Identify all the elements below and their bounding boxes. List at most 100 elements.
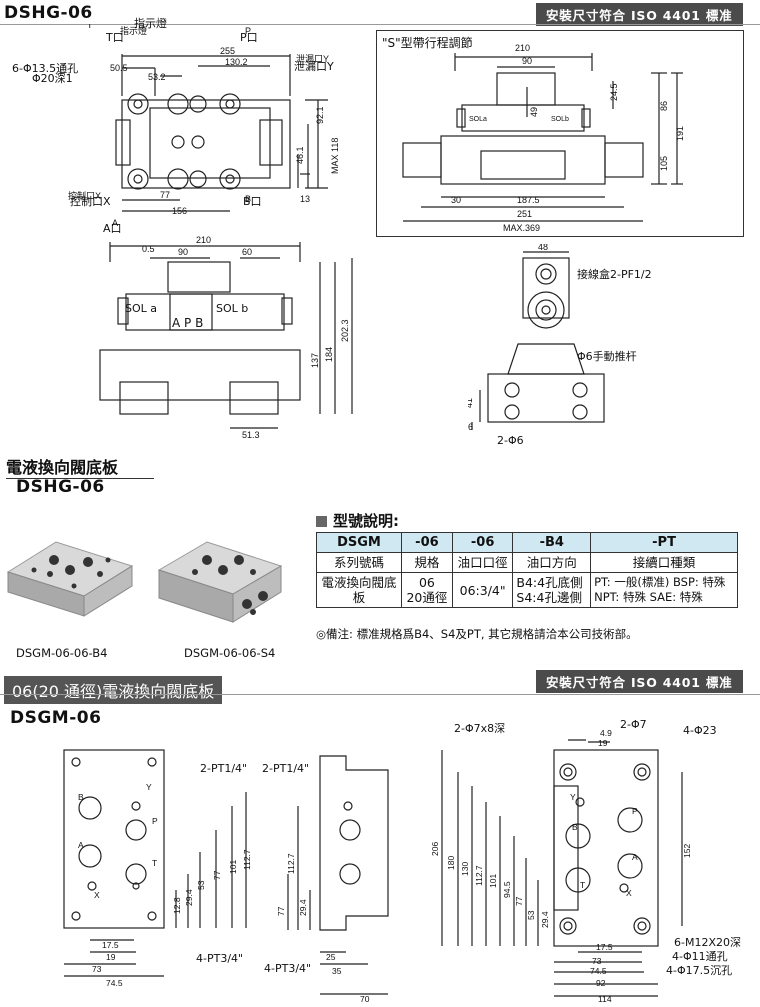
svg-text:152: 152 bbox=[682, 844, 692, 858]
label-4phi23: 4-Φ23 bbox=[683, 724, 717, 737]
svg-text:B: B bbox=[78, 792, 84, 802]
svg-text:A: A bbox=[78, 840, 84, 850]
label-p-port: P口 bbox=[240, 31, 258, 44]
svg-text:24.5: 24.5 bbox=[609, 83, 619, 101]
model-desc-note: ◎備注: 標准規格爲B4、S4及PT, 其它規格請洽本公司技術部。 bbox=[316, 627, 638, 641]
svg-text:49: 49 bbox=[529, 107, 539, 117]
row1-conn-type: 接續口種類 bbox=[590, 552, 738, 573]
svg-text:29.4: 29.4 bbox=[540, 911, 550, 928]
svg-text:41: 41 bbox=[468, 398, 474, 408]
row2-conn-value: PT: 一般(標准) BSP: 特殊 NPT: 特殊 SAE: 特殊 bbox=[590, 572, 738, 608]
svg-text:130: 130 bbox=[460, 862, 470, 876]
sol-b-label: SOL b bbox=[216, 302, 249, 315]
svg-text:12.8: 12.8 bbox=[172, 897, 182, 914]
svg-text:255: 255 bbox=[220, 46, 235, 56]
label-t-port: T口 bbox=[106, 31, 124, 44]
svg-text:4.9: 4.9 bbox=[600, 728, 612, 738]
svg-text:112.7: 112.7 bbox=[242, 849, 252, 870]
svg-text:A: A bbox=[632, 852, 638, 862]
svg-text:130.2: 130.2 bbox=[225, 57, 248, 67]
svg-text:114: 114 bbox=[598, 994, 612, 1004]
label-mount-holes: 6-Φ13.5通孔 bbox=[12, 62, 79, 75]
svg-text:控制口X: 控制口X bbox=[68, 190, 101, 201]
svg-text:T: T bbox=[152, 858, 157, 868]
svg-text:17.5: 17.5 bbox=[596, 942, 613, 952]
page-model-title: DSHG-06 bbox=[4, 3, 93, 23]
svg-text:指示燈: 指示燈 bbox=[120, 25, 147, 36]
base-plate-s4-image bbox=[157, 541, 283, 623]
svg-text:92: 92 bbox=[596, 978, 606, 988]
svg-text:101: 101 bbox=[488, 874, 498, 888]
label-manual-push-rod: Φ6手動推杆 bbox=[577, 350, 637, 363]
base-plate-section-title: 電液換向閥底板 bbox=[6, 454, 155, 479]
valve-plan-view-drawing: 255 130.2 50.5 53.2 77 156 92.1 MAX 118 … bbox=[60, 24, 340, 228]
svg-text:X: X bbox=[626, 888, 632, 898]
label-drain-port-y: 泄漏口Y bbox=[294, 60, 334, 73]
svg-text:77: 77 bbox=[160, 190, 170, 200]
port-apb-label: A P B bbox=[172, 316, 204, 330]
row2-size-value: 06 20通徑 bbox=[401, 572, 453, 608]
label-counterbore: Φ20深1 bbox=[32, 72, 73, 85]
svg-text:35: 35 bbox=[332, 966, 342, 976]
svg-text:P: P bbox=[245, 26, 251, 36]
svg-text:17.5: 17.5 bbox=[102, 940, 119, 950]
sol-a-label: SOL a bbox=[125, 302, 158, 315]
base-plate-detail-drawing: 206 180 130 112.7 101 94.5 77 53 29.4 15… bbox=[430, 728, 692, 1004]
label-left-2pt14: 2-PT1/4" bbox=[200, 762, 248, 775]
base-plate-b4-image bbox=[6, 541, 134, 617]
svg-text:187.5: 187.5 bbox=[517, 195, 540, 205]
valve-end-view-drawing: 48 41 6 bbox=[468, 244, 605, 432]
model-desc-title-text: 型號說明: bbox=[333, 512, 399, 530]
label-a-port: A口 bbox=[103, 222, 122, 235]
svg-text:77: 77 bbox=[212, 870, 222, 880]
row2-port-dir-value: B4:4孔底側 S4:4孔邊側 bbox=[512, 572, 592, 608]
svg-text:251: 251 bbox=[517, 209, 532, 219]
label-b-port: B口 bbox=[243, 195, 262, 208]
svg-text:77: 77 bbox=[276, 906, 286, 916]
label-mid-2pt14: 2-PT1/4" bbox=[262, 762, 310, 775]
svg-text:29.4: 29.4 bbox=[184, 889, 194, 906]
label-mid-4pt34: 4-PT3/4" bbox=[264, 962, 312, 975]
svg-text:MAX 118: MAX 118 bbox=[330, 138, 340, 174]
svg-text:25: 25 bbox=[326, 952, 336, 962]
hdr-dsgm: DSGM bbox=[316, 532, 402, 553]
label-4phi11: 4-Φ11通孔 bbox=[672, 950, 728, 963]
svg-text:SOLb: SOLb bbox=[551, 116, 569, 123]
row2-series-value: 電液換向閥底板 bbox=[316, 572, 402, 608]
hdr-06-size: -06 bbox=[401, 532, 453, 553]
svg-text:191: 191 bbox=[675, 126, 685, 141]
svg-text:19: 19 bbox=[106, 952, 116, 962]
svg-text:94.5: 94.5 bbox=[502, 881, 512, 898]
svg-text:137: 137 bbox=[310, 353, 320, 368]
svg-text:53: 53 bbox=[196, 880, 206, 890]
svg-text:Y: Y bbox=[146, 782, 152, 792]
svg-text:74.5: 74.5 bbox=[590, 966, 607, 976]
svg-text:92.1: 92.1 bbox=[315, 106, 325, 124]
iso-banner-bottom: 安裝尺寸符合 ISO 4401 標准 bbox=[536, 670, 743, 693]
row1-series: 系列號碼 bbox=[316, 552, 402, 573]
svg-text:53: 53 bbox=[526, 910, 536, 920]
svg-text:13: 13 bbox=[300, 194, 310, 204]
base-plate-side-drawing: 112.7 77 29.4 25 35 70 bbox=[276, 755, 389, 1002]
svg-text:B: B bbox=[245, 194, 251, 204]
svg-text:MAX.369: MAX.369 bbox=[503, 223, 540, 233]
hdr-pt: -PT bbox=[590, 532, 738, 553]
svg-text:P: P bbox=[152, 816, 158, 826]
svg-text:B: B bbox=[572, 822, 578, 832]
svg-text:156: 156 bbox=[172, 206, 187, 216]
svg-text:19: 19 bbox=[598, 738, 608, 748]
svg-text:30: 30 bbox=[451, 195, 461, 205]
label-left-4pt34: 4-PT3/4" bbox=[196, 952, 244, 965]
model-desc-title: 型號說明: bbox=[316, 510, 399, 531]
square-bullet-icon bbox=[316, 516, 327, 527]
svg-text:210: 210 bbox=[515, 43, 530, 53]
row2-port-value: 06:3/4" bbox=[451, 572, 514, 608]
hdr-b4: -B4 bbox=[512, 532, 592, 553]
svg-text:86: 86 bbox=[659, 101, 669, 111]
svg-text:202.3: 202.3 bbox=[340, 319, 350, 342]
svg-text:Φ20深1: Φ20深1 bbox=[60, 68, 63, 78]
svg-text:77: 77 bbox=[514, 896, 524, 906]
label-junction-box: 接線盒2-PF1/2 bbox=[577, 268, 652, 281]
svg-text:泄漏口Y: 泄漏口Y bbox=[296, 53, 329, 64]
svg-text:T: T bbox=[87, 24, 93, 30]
